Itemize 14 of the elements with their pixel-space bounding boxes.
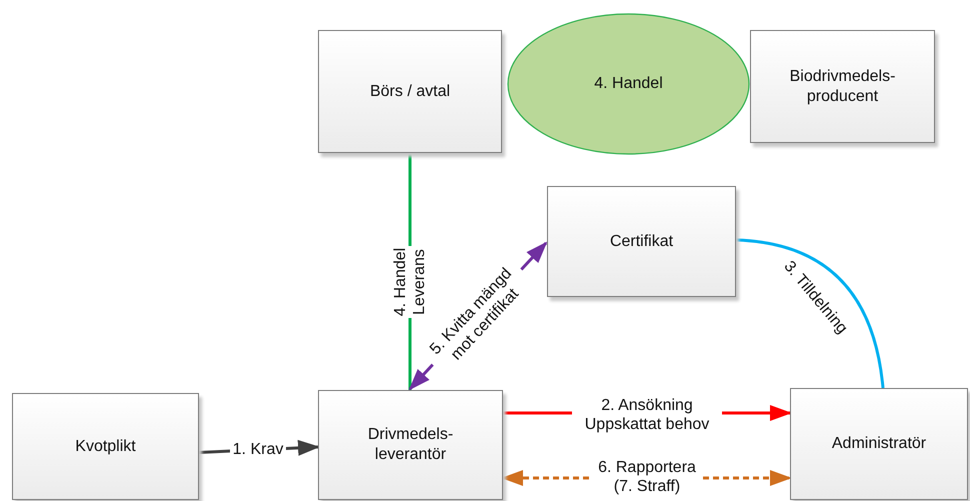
process-box	[12, 393, 199, 500]
node-label: Biodrivmedels-producent	[788, 66, 896, 106]
node-label: Kvotplikt	[75, 436, 136, 456]
node-label: Certifikat	[610, 232, 674, 252]
node-label: Administratör	[832, 434, 926, 454]
node-label: 4. Handel	[594, 74, 663, 94]
process-box	[318, 390, 503, 500]
process-box	[790, 388, 968, 500]
node-label: Börs / avtal	[370, 82, 450, 102]
process-box	[750, 30, 935, 143]
edge-label: 2. Ansökning Uppskattat behov	[572, 396, 722, 434]
node-label: Drivmedels-leverantör	[366, 425, 454, 465]
process-box	[547, 186, 736, 297]
process-box	[318, 30, 502, 153]
